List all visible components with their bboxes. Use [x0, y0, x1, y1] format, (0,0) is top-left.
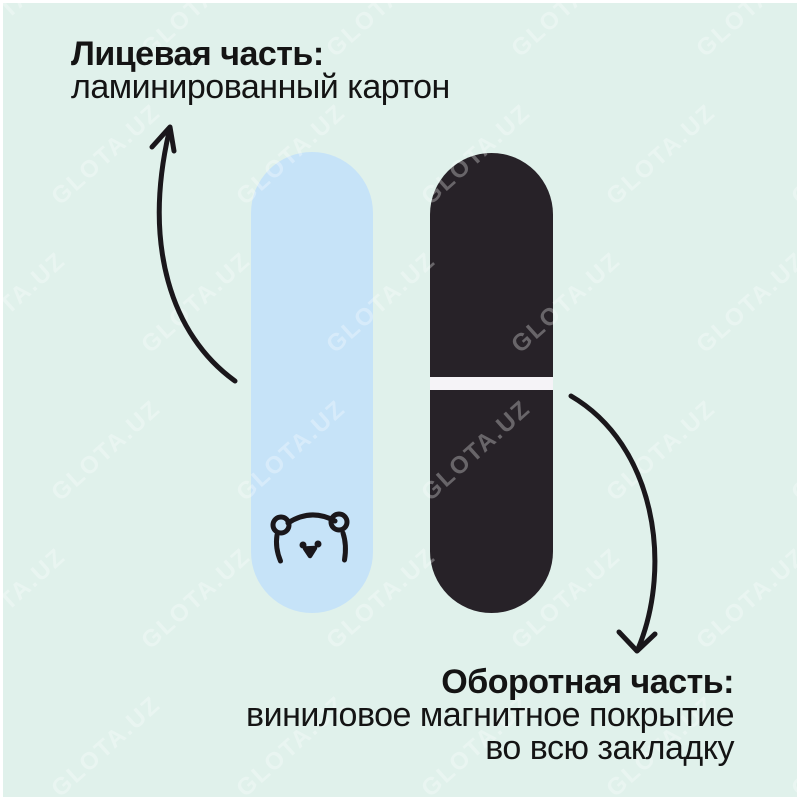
- bookmark-front-side: [251, 152, 373, 613]
- watermark-text: GLOTA.UZ: [786, 98, 800, 211]
- front-side-label-title: Лицевая часть:: [71, 35, 324, 73]
- watermark-text: GLOTA.UZ: [506, 0, 626, 63]
- bear-face-features: [299, 540, 322, 559]
- back-side-label-subtitle-line1: виниловое магнитное покрытие: [246, 696, 734, 734]
- watermark-text: GLOTA.UZ: [0, 542, 71, 655]
- watermark-text: GLOTA.UZ: [691, 542, 800, 655]
- bear-right-eye: [314, 540, 322, 548]
- bear-right-cheek: [340, 530, 348, 563]
- arrow-to-back-head: [616, 629, 658, 654]
- bear-right-ear: [328, 511, 350, 533]
- curved-arrow-up-icon: [149, 124, 238, 384]
- bear-nose: [302, 545, 318, 559]
- bear-face-icon: [270, 511, 350, 564]
- front-side-label-subtitle: ламинированный картон: [71, 68, 450, 106]
- watermark-text: GLOTA.UZ: [691, 0, 800, 63]
- watermark-text: GLOTA.UZ: [46, 394, 166, 507]
- watermark-text: GLOTA.UZ: [136, 246, 256, 359]
- watermark-text: GLOTA.UZ: [786, 690, 800, 800]
- arrow-to-front-shaft: [156, 129, 238, 384]
- bookmark-back-side: [430, 153, 553, 613]
- curved-arrow-down-icon: [568, 393, 658, 654]
- magnet-stripe: [430, 377, 553, 390]
- front-side-label: Лицевая часть: ламинированный картон: [71, 35, 450, 106]
- back-side-label-title: Оборотная часть:: [441, 663, 734, 701]
- arrow-to-front-head: [149, 124, 177, 154]
- back-side-label-subtitle-line2: во всю закладку: [485, 729, 734, 767]
- watermark-text: GLOTA.UZ: [0, 246, 71, 359]
- watermark-text: GLOTA.UZ: [46, 690, 166, 800]
- watermark-text: GLOTA.UZ: [691, 246, 800, 359]
- watermark-text: GLOTA.UZ: [601, 394, 721, 507]
- bear-outline: [270, 511, 350, 564]
- bear-head-top: [285, 512, 338, 526]
- watermark-text: GLOTA.UZ: [786, 394, 800, 507]
- watermark-text: GLOTA.UZ: [601, 98, 721, 211]
- arrow-to-back-shaft: [568, 393, 658, 652]
- bear-left-cheek: [273, 532, 283, 564]
- watermark-text: GLOTA.UZ: [136, 542, 256, 655]
- back-side-label: Оборотная часть: виниловое магнитное пок…: [246, 663, 734, 767]
- watermark-text: GLOTA.UZ: [46, 98, 166, 211]
- watermark-text: GLOTA.UZ: [0, 0, 71, 63]
